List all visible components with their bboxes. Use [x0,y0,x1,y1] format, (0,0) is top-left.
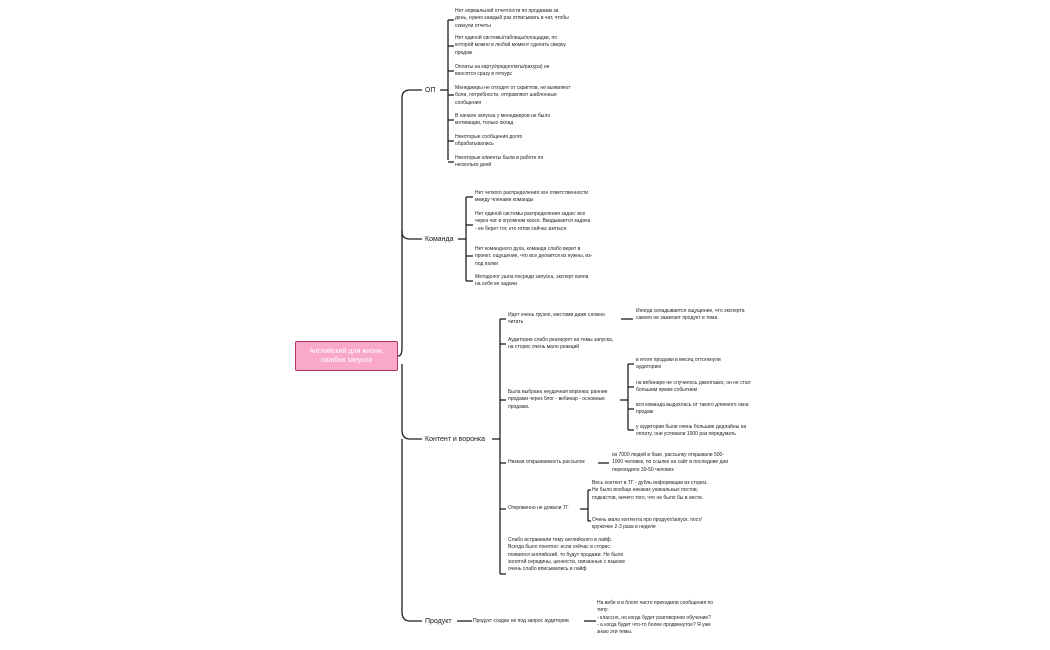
content-subitem[interactable]: Очень мало контента про продукт/запуск. … [592,517,702,531]
content-subitem[interactable]: вся команда выдохлась от такого длинного… [636,402,749,416]
team-item[interactable]: Нет четкого распределения зон ответствен… [475,190,589,204]
branch-product[interactable]: Продукт [425,618,452,625]
op-item[interactable]: Оплаты на карту/предоплаты/рахура) не вн… [455,64,550,78]
content-item[interactable]: Аудитория слабо реагирует на темы запуск… [508,337,614,351]
team-item[interactable]: Методолог ушла посреди запуска, эксперт … [475,274,589,288]
content-item[interactable]: Была выбрана неудачная воронка: ранние п… [508,389,608,410]
content-subitem[interactable]: в итоге продажи в месяц оттолкнули аудит… [636,357,721,371]
branch-team[interactable]: Команда [425,236,454,243]
content-subitem[interactable]: Иногда складывается ощущение, что экспер… [636,308,745,322]
op-item[interactable]: Нет нормальной отчетности по продажам за… [455,8,569,29]
branch-op[interactable]: ОП [425,87,436,94]
team-item[interactable]: Нет единой системы распределения задач: … [475,211,591,232]
op-item[interactable]: Некоторые сообщения долго обрабатывались [455,134,523,148]
product-item[interactable]: Продукт создан не под запрос аудитории [473,618,569,624]
content-item[interactable]: Идет очень грузно, местами даже сложно ч… [508,312,605,326]
content-subitem[interactable]: на вебинаре не случилось джиотаако, он н… [636,380,751,394]
op-item[interactable]: В начале запуска у менеджеров не было мо… [455,113,551,127]
content-subitem[interactable]: Весь контент в ТГ - дубль информации из … [592,480,708,501]
content-item[interactable]: Низкая открываемость рассылок [508,459,585,465]
content-subitem[interactable]: из 7000 людей в базе, рассылку открывали… [612,452,729,473]
op-item[interactable]: Нет единой системы/таблицы/площадки, по … [455,35,566,56]
product-subitem[interactable]: На вебе и в блоге часто приходили сообще… [597,600,714,636]
content-item[interactable]: Откровенно не дожали ТГ [508,505,569,511]
root-topic[interactable]: Английский для жизни, ошибки запуска [295,341,398,371]
op-item[interactable]: Некоторые клиенты были в работе по неско… [455,155,544,169]
team-item[interactable]: Нет командного духа, команда слабо верит… [475,246,593,267]
content-item[interactable]: Слабо встраивали тему английского в лайф… [508,537,625,573]
op-item[interactable]: Менеджеры не отходят от скриптов, не выя… [455,85,571,106]
content-subitem[interactable]: у аудитории были очень большие дедлайны … [636,424,747,438]
branch-content[interactable]: Контент и воронка [425,436,486,443]
